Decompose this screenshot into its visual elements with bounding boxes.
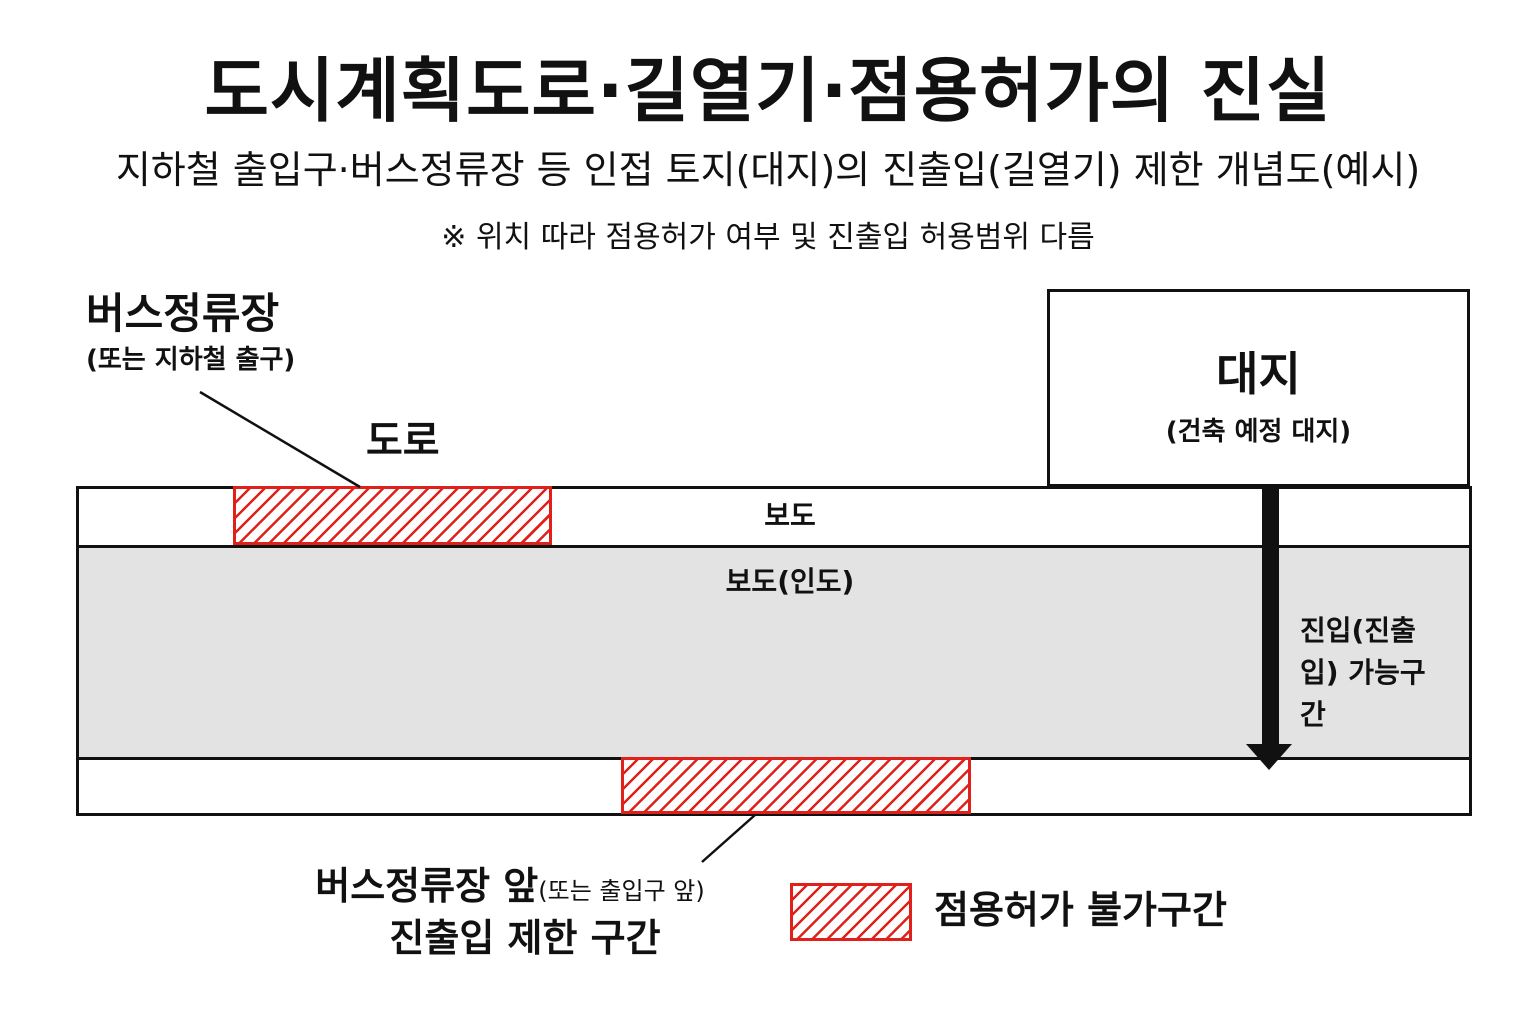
legend-swatch: [790, 883, 912, 941]
sidewalk-label: 보도: [764, 499, 816, 532]
bus-stop-sublabel: (또는 지하철 출구): [86, 345, 296, 375]
entry-zone-label: 진입(진출입) 가능구간: [1300, 614, 1426, 731]
page-subtitle: 지하철 출입구·버스정류장 등 인접 토지(대지)의 진출입(길열기) 제한 개…: [115, 148, 1421, 192]
restricted-zone-bottom: [621, 757, 971, 814]
entry-divider-line: [1276, 488, 1279, 758]
bottom-pointer-line: [701, 814, 756, 863]
restricted-zone-top: [233, 486, 552, 545]
bus-stop-front-label: 버스정류장 앞(또는 출입구 앞): [200, 858, 820, 919]
note-text: ※ 위치 따라 점용허가 여부 및 진출입 허용범위 다름: [441, 220, 1095, 255]
sidewalk-band: [76, 545, 1472, 760]
lot-subtitle: (건축 예정 대지): [1165, 417, 1352, 447]
lot-title: 대지: [1216, 347, 1301, 401]
bus-stop-front-main: 버스정류장 앞: [315, 864, 539, 908]
bus-stop-label: 버스정류장: [86, 289, 280, 338]
page-title: 도시계획도로·길열기·점용허가의 진실: [204, 50, 1332, 132]
sidewalk-pedestrian-label: 보도(인도): [725, 565, 855, 598]
bus-stop-pointer-line: [199, 390, 361, 489]
legend-label: 점용허가 불가구간: [934, 888, 1227, 932]
road-label: 도로: [366, 418, 440, 464]
restricted-entry-label: 진출입 제한 구간: [389, 916, 661, 960]
lot-box: [1047, 289, 1470, 487]
bus-stop-front-small: (또는 출입구 앞): [538, 877, 705, 905]
